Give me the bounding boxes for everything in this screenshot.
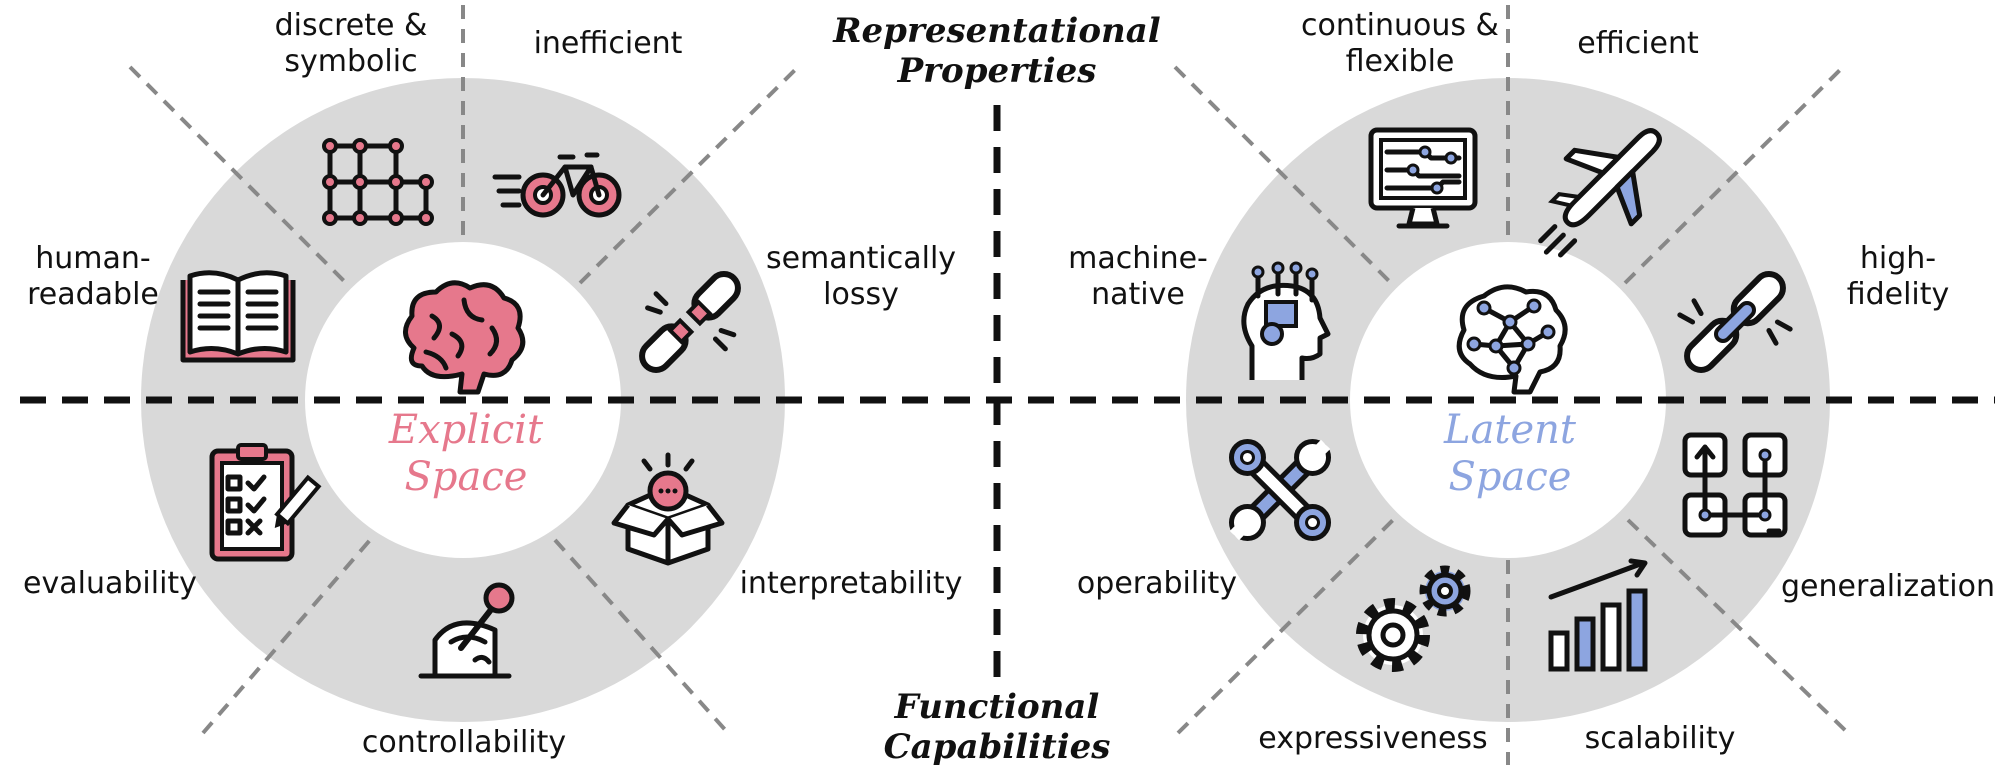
header-top-line2: Properties — [897, 51, 1097, 91]
open-book-icon — [180, 270, 296, 363]
label-continuous-line2: flexible — [1346, 44, 1455, 79]
broken-chain-icon — [639, 271, 741, 373]
explicit-divider-bottom-right — [553, 538, 730, 735]
bar-chart-icon — [1548, 558, 1648, 672]
label-machine-line1: machine- — [1068, 241, 1208, 276]
label-discrete-line1: discrete & — [275, 8, 428, 43]
bicycle-icon — [492, 152, 622, 218]
explicit-divider-top-left — [128, 65, 347, 284]
header-bottom-line2: Capabilities — [884, 727, 1111, 767]
label-scalability: scalability — [1585, 721, 1736, 756]
label-generalization: generalization — [1781, 569, 1995, 604]
label-controllability: controllability — [362, 725, 566, 760]
label-operability: operability — [1077, 566, 1237, 601]
label-interpretability: interpretability — [740, 566, 963, 601]
label-continuous-line1: continuous & — [1301, 8, 1499, 43]
label-inefficient: inefficient — [534, 26, 683, 61]
gears-icon — [1356, 565, 1471, 672]
latent-divider-top-right — [1623, 63, 1847, 285]
label-fidelity-line2: fidelity — [1847, 277, 1950, 312]
label-semantic-line1: semantically — [766, 241, 956, 276]
label-human-line2: readable — [27, 277, 159, 312]
header-top-line1: Representational — [832, 11, 1160, 51]
explicit-ring — [128, 5, 802, 735]
airplane-icon — [1538, 128, 1662, 258]
neural-brain-icon — [1456, 284, 1568, 395]
label-efficient: efficient — [1577, 26, 1699, 61]
lever-icon — [418, 582, 515, 679]
checklist-icon — [209, 443, 322, 562]
latent-ring — [1173, 5, 1850, 765]
latent-title-line1: Latent — [1443, 407, 1577, 453]
brain-icon — [403, 280, 526, 395]
explicit-title-line2: Space — [405, 454, 528, 500]
robot-head-icon — [1241, 261, 1331, 380]
wrench-icon — [1228, 438, 1332, 542]
explicit-divider-top-right — [578, 63, 802, 285]
latent-divider-bottom-left — [1176, 518, 1395, 735]
monitor-circuit-icon — [1368, 127, 1478, 229]
latent-divider-top-left — [1173, 65, 1392, 284]
label-discrete-line2: symbolic — [284, 44, 417, 79]
explicit-title-line1: Explicit — [388, 407, 544, 453]
flowchart-icon — [1682, 432, 1788, 538]
label-fidelity-line1: high- — [1860, 241, 1936, 276]
label-semantic-line2: lossy — [823, 277, 899, 312]
label-expressiveness: expressiveness — [1258, 721, 1487, 756]
graph-grid-icon — [322, 138, 434, 226]
chain-link-icon — [1677, 271, 1793, 373]
latent-title-line2: Space — [1449, 454, 1572, 500]
header-bottom-line1: Functional — [894, 687, 1100, 727]
label-machine-line2: native — [1091, 277, 1185, 312]
latent-divider-bottom-right — [1626, 518, 1850, 735]
box-idea-icon — [611, 452, 725, 566]
label-evaluability: evaluability — [23, 566, 197, 601]
explicit-divider-bottom-left — [201, 538, 372, 735]
label-human-line1: human- — [35, 241, 150, 276]
